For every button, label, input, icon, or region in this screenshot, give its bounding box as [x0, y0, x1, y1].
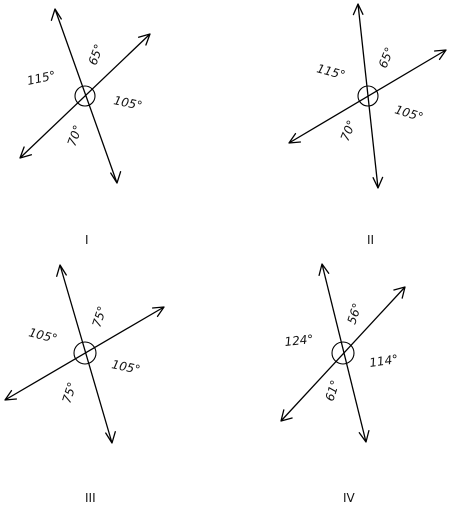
figure-iv-angle-left: 124° — [284, 332, 314, 349]
figure-ii-angle-bottom: 70° — [338, 118, 359, 143]
figure-ii-label: II — [367, 233, 374, 247]
figure-iii-angle-bottom: 75° — [60, 380, 80, 405]
figure-ii-angle-right: 105° — [393, 102, 425, 124]
figure-iii-angle-left: 105° — [27, 325, 58, 346]
figure-iii-arrow-down — [105, 431, 116, 444]
figure-iv-label: IV — [343, 491, 356, 505]
figure-ii-arrow-upright — [433, 49, 447, 61]
figure-iii: 105° 75° 105° 75° III — [4, 264, 165, 505]
figure-ii-arrow-down — [372, 176, 384, 189]
figure-i-line-b — [19, 33, 151, 159]
figure-iv-arrow-downleft — [280, 409, 293, 422]
figure-iii-vertex-marker — [73, 341, 97, 365]
figure-iii-line-b — [4, 306, 165, 401]
figure-iii-arrow-upright — [151, 306, 165, 318]
figure-ii-arrow-up — [352, 3, 364, 16]
figure-iv-arrow-upright — [393, 286, 406, 299]
figure-iii-line-a — [59, 264, 113, 444]
figure-iv-arrow-down — [358, 429, 370, 443]
figure-iii-label: III — [85, 491, 96, 505]
figure-ii-vertex-marker — [357, 85, 379, 107]
figure-iii-angle-top: 75° — [90, 304, 110, 329]
figure-iii-arrow-downleft — [4, 389, 18, 401]
figure-iv-angle-right: 114° — [368, 352, 399, 370]
figure-i-label: I — [85, 233, 89, 247]
figure-i-line-a — [54, 8, 118, 184]
figure-i-angle-right: 105° — [112, 93, 143, 113]
figure-iv-vertex-marker — [331, 341, 355, 365]
figure-ii-angle-left: 115° — [315, 61, 347, 82]
figure-i-arrow-down — [110, 171, 122, 184]
figure-ii: 115° 65° 105° 70° II — [288, 3, 447, 247]
figure-i-arrow-downleft — [19, 146, 33, 159]
figure-iv-line-b — [280, 286, 406, 422]
figure-i-angle-top: 65° — [86, 42, 106, 67]
figure-i-arrow-up — [50, 8, 62, 21]
figure-iii-arrow-up — [56, 264, 67, 277]
figure-iv: 124° 56° 114° 61° IV — [280, 263, 406, 505]
figure-i: 115° 65° 105° 70° I — [19, 8, 151, 247]
figure-iii-angle-right: 105° — [110, 357, 141, 377]
figure-i-angle-left: 115° — [26, 68, 57, 88]
figure-i-angle-bottom: 70° — [65, 123, 85, 148]
figure-ii-line-b — [288, 49, 447, 144]
figure-ii-arrow-downleft — [288, 132, 302, 144]
figure-ii-angle-top: 65° — [376, 45, 397, 70]
figure-i-arrow-upright — [137, 33, 151, 46]
figure-iv-angle-top: 56° — [345, 301, 365, 326]
figure-iv-arrow-up — [318, 263, 330, 277]
figure-iv-angle-bottom: 61° — [323, 378, 343, 403]
figure-i-vertex-marker — [74, 85, 96, 107]
